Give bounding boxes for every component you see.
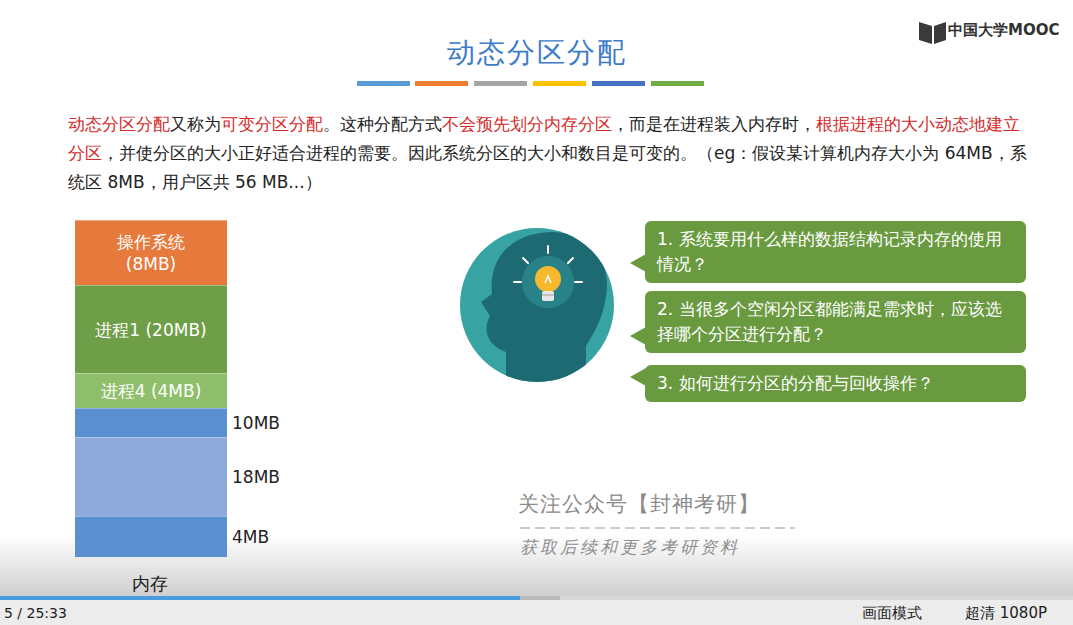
body-text: ，而是在进程装入内存时， — [612, 114, 816, 134]
callout-pointer — [630, 368, 646, 386]
block-label: 操作系统 (8MB) — [101, 231, 201, 275]
question-callout: 1. 系统要用什么样的数据结构记录内存的使用情况？ — [645, 221, 1026, 283]
memory-block: 4MB — [75, 516, 227, 557]
body-text: 又称为 — [170, 114, 221, 134]
memory-block: 操作系统 (8MB) — [75, 220, 227, 285]
block-label: 进程1 (20MB) — [95, 319, 206, 341]
highlight-text: 可变分区分配 — [221, 114, 323, 134]
question-text: 2. 当很多个空闲分区都能满足需求时，应该选择哪个分区进行分配？ — [657, 297, 1014, 347]
progress-track — [0, 596, 1073, 600]
question-text: 3. 如何进行分区的分配与回收操作？ — [657, 371, 1014, 396]
progress-buffer — [520, 596, 560, 600]
watermark-text: 关注公众号【封神考研】 — [518, 490, 760, 518]
size-label: 10MB — [232, 413, 280, 433]
memory-block: 进程4 (4MB) — [75, 373, 227, 408]
callout-pointer — [630, 254, 646, 272]
head-illustration — [460, 228, 614, 390]
memory-block: 进程1 (20MB) — [75, 285, 227, 373]
size-label: 18MB — [232, 467, 280, 487]
memory-block: 18MB — [75, 437, 227, 516]
title-color-bars — [357, 81, 704, 86]
block-label: 进程4 (4MB) — [101, 380, 202, 402]
highlight-text: 动态分区分配 — [68, 114, 170, 134]
body-text: 。这种分配方式 — [323, 114, 442, 134]
player-quality: 超清 1080P — [965, 604, 1047, 623]
progress-played — [0, 596, 520, 600]
logo-icon — [919, 22, 946, 44]
intro-paragraph: 动态分区分配又称为可变分区分配。这种分配方式不会预先划分内存分区，而是在进程装入… — [68, 110, 1036, 197]
slide-title: 动态分区分配 — [0, 34, 1073, 72]
player-mode: 画面模式 — [862, 604, 922, 623]
highlight-text: 不会预先划分内存分区 — [442, 114, 612, 134]
watermark-subtext: 获取后续和更多考研资料 — [520, 536, 740, 559]
memory-block: 10MB — [75, 408, 227, 437]
logo-text: 中国大学MOOC — [948, 21, 1059, 40]
player-bar — [0, 600, 1073, 625]
size-label: 4MB — [232, 527, 269, 547]
player-time: 5 / 25:33 — [4, 605, 67, 621]
callout-pointer — [630, 327, 646, 345]
watermark-dash — [520, 528, 795, 529]
question-callout: 3. 如何进行分区的分配与回收操作？ — [645, 365, 1026, 402]
question-text: 1. 系统要用什么样的数据结构记录内存的使用情况？ — [657, 227, 1014, 277]
body-text: ，并使分区的大小正好适合进程的需要。因此系统分区的大小和数目是可变的。（eg：假… — [68, 143, 1027, 192]
memory-caption: 内存 — [132, 572, 168, 596]
question-callout: 2. 当很多个空闲分区都能满足需求时，应该选择哪个分区进行分配？ — [645, 291, 1026, 353]
